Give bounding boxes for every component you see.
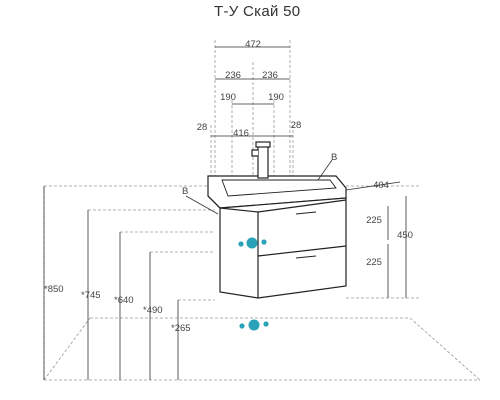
cabinet bbox=[219, 197, 347, 299]
callout-b-left: B bbox=[182, 186, 189, 197]
dim-height-745: *745 bbox=[81, 290, 101, 301]
dim-offset-right: 190 bbox=[268, 92, 284, 103]
dim-height-640: *640 bbox=[114, 295, 134, 306]
perspective-guides bbox=[43, 40, 481, 381]
dim-offset-left: 190 bbox=[220, 92, 236, 103]
callout-leaders bbox=[185, 159, 333, 215]
height-dimension-lines bbox=[43, 186, 407, 380]
callout-b-right: B bbox=[331, 152, 338, 163]
dim-drawer-upper: 225 bbox=[366, 215, 382, 226]
dim-side-right: 28 bbox=[290, 120, 302, 131]
dim-half-left: 236 bbox=[225, 70, 241, 81]
dim-overall-width: 472 bbox=[245, 39, 261, 50]
dim-drawer-lower: 225 bbox=[366, 257, 382, 268]
dim-height-490: *490 bbox=[143, 305, 163, 316]
width-dimension-lines bbox=[211, 46, 401, 191]
dim-height-850: *850 bbox=[44, 284, 64, 295]
drawing-title: Т-У Скай 50 bbox=[214, 3, 301, 20]
dim-half-right: 236 bbox=[262, 70, 278, 81]
connection-marker-lower bbox=[239, 319, 269, 331]
dim-height-265: *265 bbox=[171, 323, 191, 334]
dim-cabinet-height: 450 bbox=[397, 230, 413, 241]
dim-inner-width: 416 bbox=[233, 128, 249, 139]
connection-marker-upper bbox=[238, 237, 267, 249]
dim-depth: 404 bbox=[373, 180, 389, 191]
faucet bbox=[251, 141, 271, 179]
dim-side-left: 28 bbox=[196, 122, 208, 133]
